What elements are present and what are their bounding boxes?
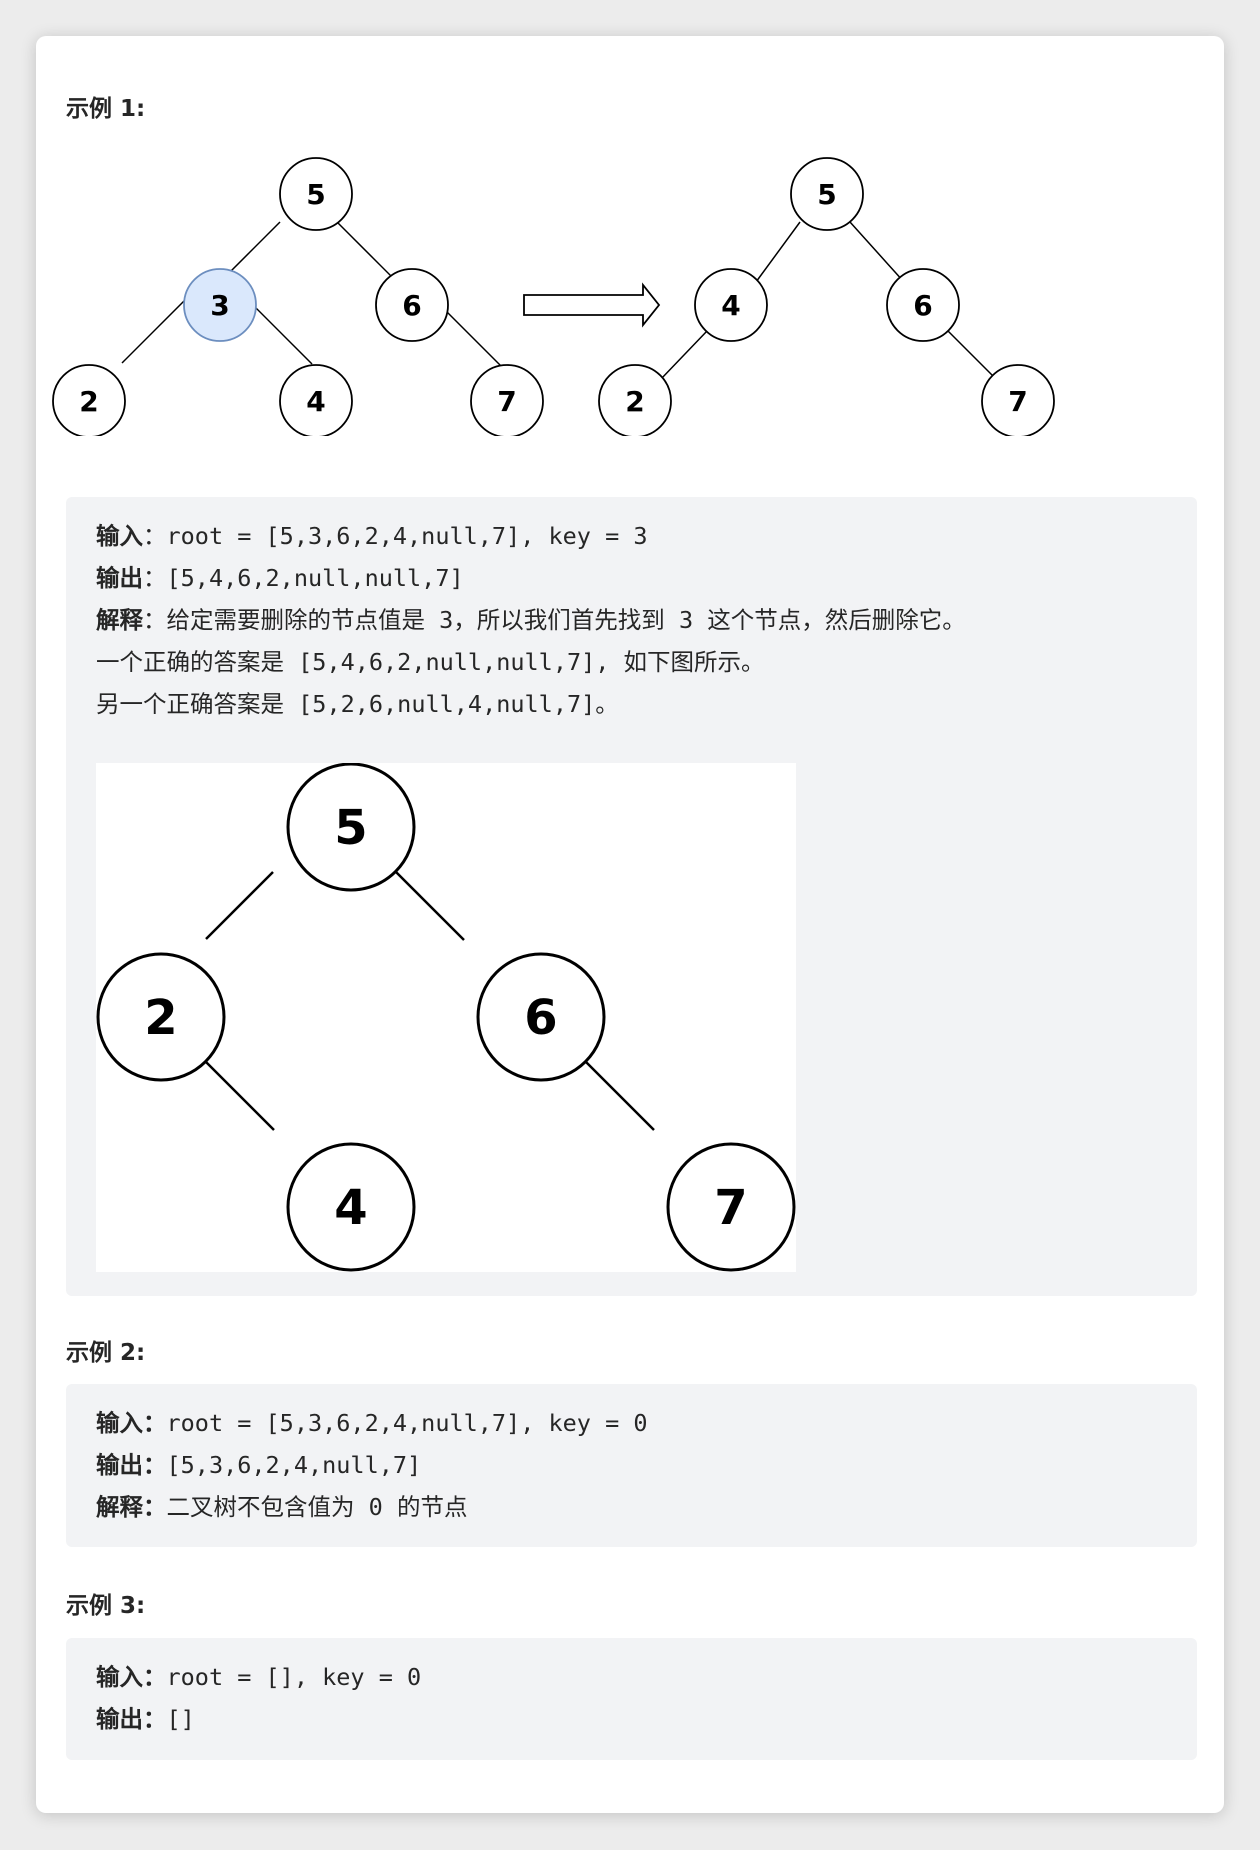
tree-node-highlighted: 3: [183, 268, 257, 342]
output-line: 输出：[5,4,6,2,null,null,7]: [96, 559, 464, 593]
tree-node: 6: [375, 268, 449, 342]
example-2-heading: 示例 2:: [66, 1340, 146, 1366]
node-label: 2: [144, 990, 177, 1046]
node-label: 6: [913, 289, 932, 322]
node-label: 3: [210, 289, 229, 322]
output-line: 输出：[5,3,6,2,4,null,7]: [96, 1446, 421, 1480]
output-value: []: [166, 1705, 195, 1733]
tree-node: 4: [694, 268, 768, 342]
explain-line: 解释：给定需要删除的节点值是 3，所以我们首先找到 3 这个节点，然后删除它。: [96, 601, 966, 635]
tree-node: 5: [286, 762, 416, 892]
output-label: 输出：: [96, 1451, 167, 1479]
input-line: 输入：root = [5,3,6,2,4,null,7], key = 3: [96, 517, 648, 551]
tree-node: 2: [52, 364, 126, 436]
tree-node: 4: [279, 364, 353, 436]
input-line: 输入：root = [5,3,6,2,4,null,7], key = 0: [96, 1404, 648, 1438]
input-line: 输入：root = [], key = 0: [96, 1658, 421, 1692]
input-value: root = [5,3,6,2,4,null,7], key = 0: [166, 1409, 648, 1437]
node-label: 4: [721, 289, 740, 322]
example-1-diagram: 5 3 6 2 4 7: [52, 157, 1055, 436]
explain-line: 解释：二叉树不包含值为 0 的节点: [96, 1488, 467, 1522]
node-label: 5: [817, 178, 836, 211]
problem-card: 示例 1: 5 3 6 2: [36, 36, 1224, 1813]
tree-node: 7: [981, 364, 1055, 436]
input-label: 输入：: [96, 1409, 167, 1437]
output-line: 输出：[]: [96, 1700, 195, 1734]
node-label: 7: [497, 385, 516, 418]
output-label: 输出：: [96, 1705, 167, 1733]
node-label: 6: [524, 990, 557, 1046]
example-3-code-block: 输入：root = [], key = 0 输出：[]: [66, 1638, 1197, 1760]
example-3-heading: 示例 3:: [66, 1593, 146, 1619]
input-value: root = [], key = 0: [166, 1663, 422, 1691]
tree-node: 6: [886, 268, 960, 342]
node-label: 2: [625, 385, 644, 418]
tree-node: 6: [476, 952, 606, 1082]
node-label: 5: [334, 800, 367, 856]
example-1-code-block: 输入：root = [5,3,6,2,4,null,7], key = 3 输出…: [66, 497, 1197, 1296]
tree-after: 5 4 6 2 7: [598, 157, 1055, 436]
node-label: 4: [306, 385, 325, 418]
alternate-tree-image: 5 2 6 4 7: [96, 762, 796, 1272]
tree-node: 7: [470, 364, 544, 436]
example-1-heading: 示例 1:: [66, 96, 146, 122]
input-label: 输入：: [96, 1663, 167, 1691]
tree-node: 2: [598, 364, 672, 436]
tree-node: 4: [286, 1142, 416, 1272]
tree-node: 5: [790, 157, 864, 231]
tree-node: 5: [279, 157, 353, 231]
input-value: ：root = [5,3,6,2,4,null,7], key = 3: [143, 522, 648, 550]
explain-value: 二叉树不包含值为 0 的节点: [166, 1493, 468, 1521]
output-value: [5,3,6,2,4,null,7]: [166, 1451, 422, 1479]
explain-label: 解释: [96, 606, 143, 634]
tree-node: 7: [666, 1142, 796, 1272]
node-label: 6: [402, 289, 421, 322]
node-label: 7: [1008, 385, 1027, 418]
tree-before: 5 3 6 2 4 7: [52, 157, 544, 436]
right-arrow-icon: [523, 282, 661, 328]
input-label: 输入: [96, 522, 143, 550]
explain-value: ：给定需要删除的节点值是 3，所以我们首先找到 3 这个节点，然后删除它。: [143, 606, 966, 634]
explain-label: 解释：: [96, 1493, 167, 1521]
node-label: 7: [714, 1180, 747, 1236]
node-label: 2: [79, 385, 98, 418]
output-label: 输出: [96, 564, 143, 592]
alternate-answer-line: 另一个正确答案是 [5,2,6,null,4,null,7]。: [96, 690, 619, 718]
example-2-code-block: 输入：root = [5,3,6,2,4,null,7], key = 0 输出…: [66, 1384, 1197, 1547]
alternate-tree-diagram: 5 2 6 4 7: [96, 762, 796, 1272]
node-label: 5: [306, 178, 325, 211]
node-label: 4: [334, 1180, 367, 1236]
answer-line: 一个正确的答案是 [5,4,6,2,null,null,7], 如下图所示。: [96, 648, 765, 676]
output-value: ：[5,4,6,2,null,null,7]: [143, 564, 464, 592]
tree-node: 2: [96, 952, 226, 1082]
